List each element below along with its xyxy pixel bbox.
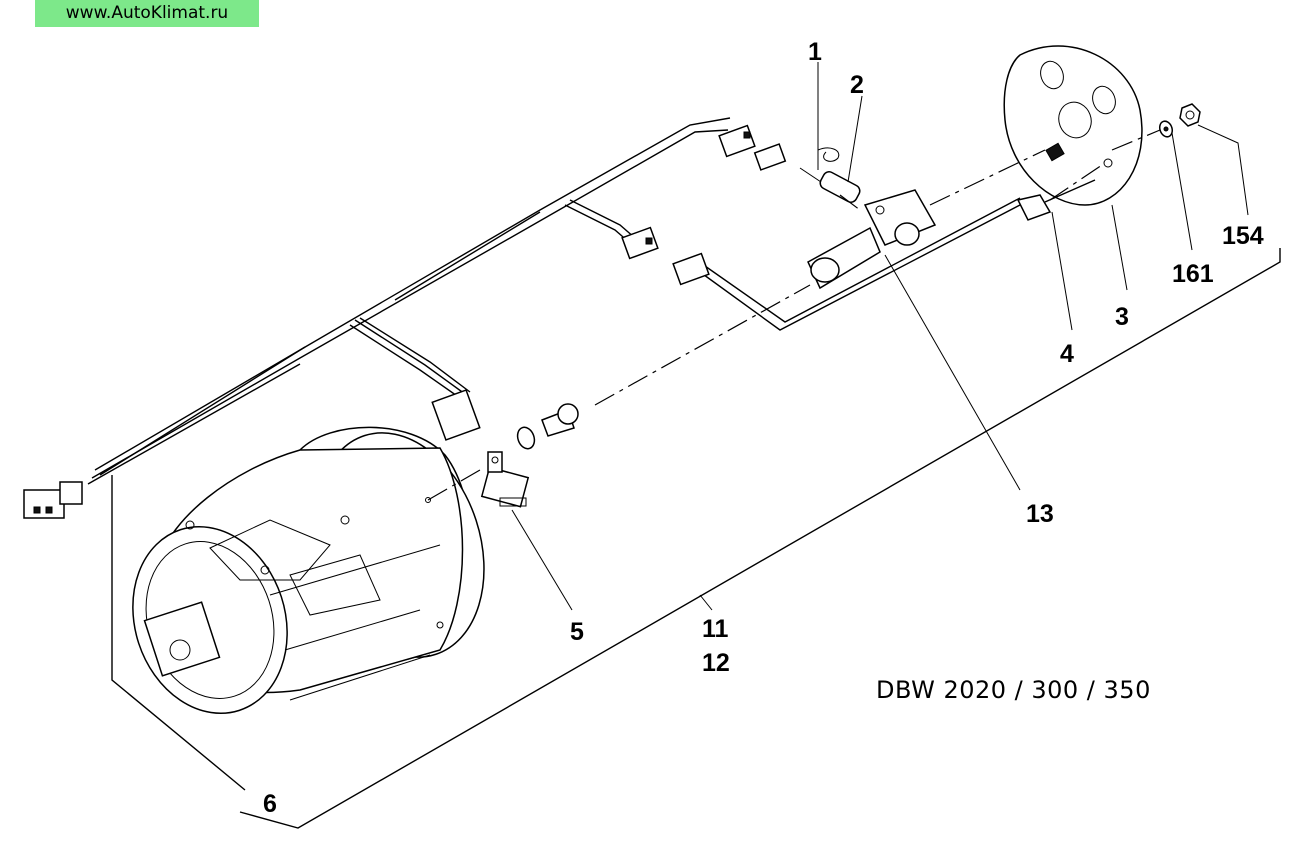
assembly-lines: [427, 129, 1161, 501]
assembly-bracket: [111, 248, 1281, 829]
washer-161: [1158, 120, 1174, 138]
relay-5: [480, 451, 530, 508]
heater-unit: [132, 426, 485, 715]
callout-numbers: 1 2 3 4 5 6 11 12 13 154 161: [263, 38, 1264, 818]
callout-6: 6: [263, 790, 277, 818]
callout-4: 4: [1060, 340, 1074, 368]
watermark-label: www.AutoKlimat.ru: [35, 0, 259, 27]
harness-connectors: [431, 124, 787, 441]
sensor-parts-1-2: [799, 147, 861, 203]
callout-161: 161: [1172, 260, 1214, 288]
probe-4: [1016, 179, 1096, 221]
wiring-harness: [23, 117, 1021, 519]
callout-13: 13: [1026, 500, 1054, 528]
sensor-housing-13: [807, 189, 937, 290]
callout-3: 3: [1115, 303, 1129, 331]
callout-5: 5: [570, 618, 584, 646]
callout-154: 154: [1222, 222, 1264, 250]
washer-screw: [516, 403, 579, 450]
nut-154: [1179, 103, 1201, 127]
model-label: DBW 2020 / 300 / 350: [876, 676, 1151, 704]
callout-2: 2: [850, 71, 864, 99]
callout-12: 12: [702, 649, 730, 677]
mounting-plate-3: [1003, 45, 1143, 206]
leader-lines: [511, 62, 1249, 611]
callout-1: 1: [808, 38, 822, 66]
callout-11: 11: [702, 615, 729, 643]
